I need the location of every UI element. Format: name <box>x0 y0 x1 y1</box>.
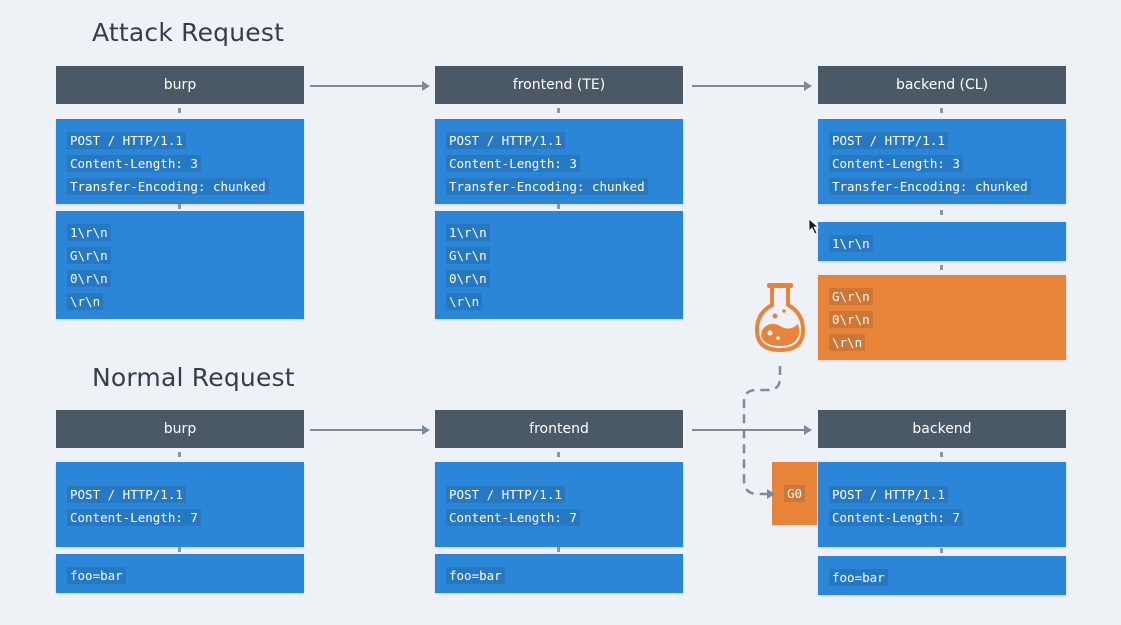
body-line: foo=bar <box>446 565 673 588</box>
smuggled-payload-box: G\r\n 0\r\n \r\n <box>818 275 1066 360</box>
attack-request-title: Attack Request <box>92 18 285 47</box>
connector <box>940 548 943 553</box>
normal-request-title: Normal Request <box>92 363 295 392</box>
attack-frontend-body-box: 1\r\n G\r\n 0\r\n \r\n <box>435 211 683 319</box>
body-line: 1\r\n <box>829 233 1056 256</box>
arrow-frontend-to-backend <box>692 81 812 91</box>
normal-backend-header: backend <box>818 410 1066 448</box>
normal-backend-body-box: foo=bar <box>818 556 1066 595</box>
body-line: 0\r\n <box>446 268 673 291</box>
header-line: Content-Length: 7 <box>829 507 1056 530</box>
arrow-burp-to-frontend <box>310 81 430 91</box>
normal-burp-body-box: foo=bar <box>56 554 304 593</box>
flask-icon <box>755 283 805 352</box>
header-line: POST / HTTP/1.1 <box>446 130 673 153</box>
connector <box>557 547 560 552</box>
body-line: foo=bar <box>829 567 1056 590</box>
normal-frontend-headers-box: POST / HTTP/1.1 Content-Length: 7 <box>435 462 683 547</box>
attack-burp-header: burp <box>56 66 304 104</box>
normal-burp-header: burp <box>56 410 304 448</box>
connector <box>178 452 181 457</box>
smuggled-line: G\r\n <box>829 286 1056 309</box>
header-line: Content-Length: 7 <box>446 507 673 530</box>
header-line: Transfer-Encoding: chunked <box>829 176 1056 199</box>
smuggled-line: \r\n <box>829 332 1056 355</box>
connector <box>557 204 560 209</box>
smuggled-line: 0\r\n <box>829 309 1056 332</box>
body-line: 0\r\n <box>67 268 294 291</box>
arrow-frontend-to-backend <box>692 425 812 435</box>
body-line: 1\r\n <box>446 222 673 245</box>
mouse-cursor-icon <box>808 218 820 235</box>
header-line: POST / HTTP/1.1 <box>829 484 1056 507</box>
connector <box>557 452 560 457</box>
attack-backend-headers-box: POST / HTTP/1.1 Content-Length: 3 Transf… <box>818 119 1066 204</box>
smuggled-prefix: G0 <box>783 485 806 502</box>
arrow-burp-to-frontend <box>310 425 430 435</box>
header-line: POST / HTTP/1.1 <box>446 484 673 507</box>
header-line: Transfer-Encoding: chunked <box>446 176 673 199</box>
header-line: Transfer-Encoding: chunked <box>67 176 294 199</box>
attack-burp-headers-box: POST / HTTP/1.1 Content-Length: 3 Transf… <box>56 119 304 204</box>
attack-frontend-header: frontend (TE) <box>435 66 683 104</box>
poison-path-arrowhead <box>767 489 775 499</box>
connector <box>940 452 943 457</box>
header-line: Content-Length: 3 <box>829 153 1056 176</box>
header-line: Content-Length: 3 <box>67 153 294 176</box>
header-line: POST / HTTP/1.1 <box>829 130 1056 153</box>
connector <box>178 547 181 552</box>
body-line: \r\n <box>67 291 294 314</box>
normal-backend-headers-box: POST / HTTP/1.1 Content-Length: 7 <box>818 462 1066 547</box>
poison-path <box>742 366 782 496</box>
connector <box>940 210 943 215</box>
attack-backend-body-box: 1\r\n <box>818 222 1066 261</box>
normal-frontend-header: frontend <box>435 410 683 448</box>
header-line: Content-Length: 7 <box>67 507 294 530</box>
body-line: G\r\n <box>67 245 294 268</box>
attack-burp-body-box: 1\r\n G\r\n 0\r\n \r\n <box>56 211 304 319</box>
header-line: Content-Length: 3 <box>446 153 673 176</box>
connector <box>178 204 181 209</box>
attack-backend-header: backend (CL) <box>818 66 1066 104</box>
body-line: 1\r\n <box>67 222 294 245</box>
normal-frontend-body-box: foo=bar <box>435 554 683 593</box>
connector <box>557 108 560 113</box>
connector <box>940 108 943 113</box>
body-line: G\r\n <box>446 245 673 268</box>
body-line: \r\n <box>446 291 673 314</box>
normal-burp-headers-box: POST / HTTP/1.1 Content-Length: 7 <box>56 462 304 547</box>
header-line: POST / HTTP/1.1 <box>67 484 294 507</box>
body-line: foo=bar <box>67 565 294 588</box>
connector <box>940 265 943 270</box>
header-line: POST / HTTP/1.1 <box>67 130 294 153</box>
attack-frontend-headers-box: POST / HTTP/1.1 Content-Length: 3 Transf… <box>435 119 683 204</box>
smuggled-prefix-box: G0 <box>772 462 817 525</box>
connector <box>178 108 181 113</box>
